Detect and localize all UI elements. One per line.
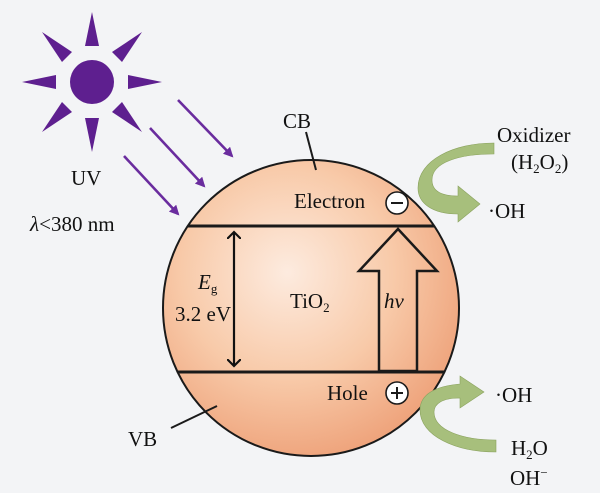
- hydroxyl-radical-bottom: ·OH: [495, 383, 533, 407]
- cb-leader-line: [305, 131, 317, 171]
- uv-ray-arrow: [177, 99, 234, 158]
- bandgap-symbol: Eg: [198, 270, 218, 296]
- wavelength-label: λ<380 nm: [30, 212, 115, 236]
- hole-label: Hole: [327, 381, 368, 405]
- water-arrow: [419, 375, 497, 453]
- sun-icon: [22, 12, 162, 152]
- tio2-label: TiO2: [290, 289, 330, 315]
- oxidizer-arrow: [417, 142, 495, 223]
- uv-ray-arrow: [149, 127, 206, 188]
- electron-label: Electron: [294, 189, 366, 213]
- hydroxyl-radical-top: ·OH: [488, 199, 526, 223]
- cb-label: CB: [283, 109, 312, 133]
- vb-leader-line: [170, 405, 218, 429]
- excitation-arrow: [356, 227, 440, 373]
- water-label: H2O: [511, 436, 548, 462]
- hv-label: hv: [384, 289, 404, 313]
- uv-label: UV: [71, 166, 102, 190]
- bandgap-value: 3.2 eV: [175, 302, 231, 326]
- uv-ray-arrow: [123, 155, 180, 216]
- uv-ray-arrows: [123, 99, 234, 216]
- curved-green-arrows: [417, 142, 497, 453]
- h2o2-label: (H2O2): [511, 150, 569, 176]
- oxidizer-label: Oxidizer: [497, 123, 571, 147]
- vb-label: VB: [128, 427, 158, 451]
- hydroxide-label: OH−: [510, 465, 548, 490]
